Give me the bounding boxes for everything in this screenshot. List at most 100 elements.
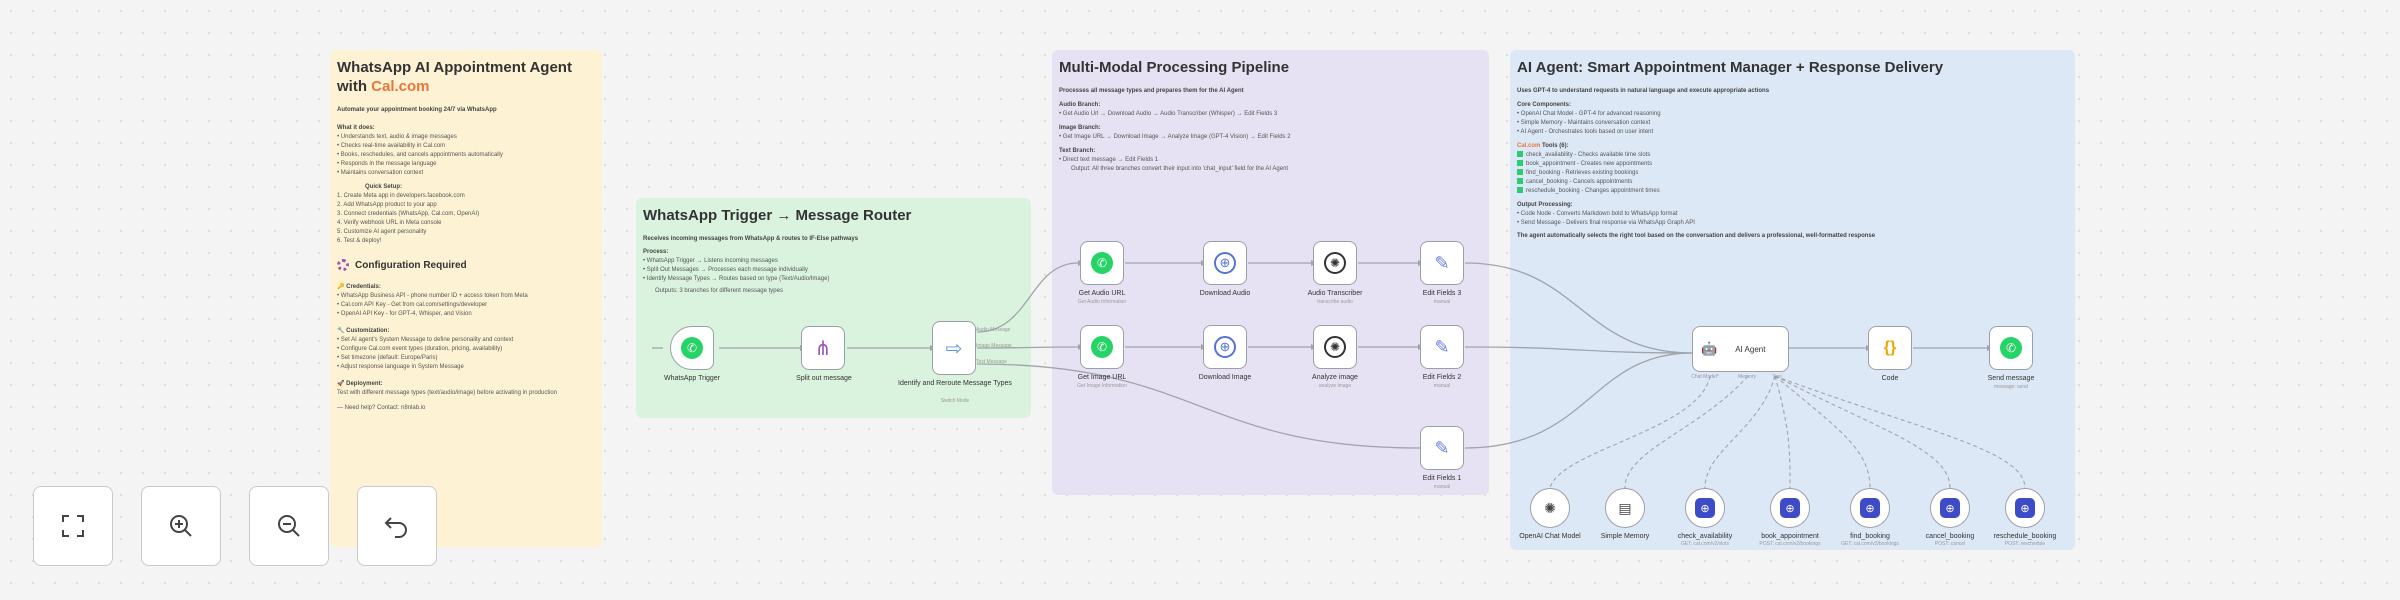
deploy-text: Test with different message types (text/… bbox=[337, 390, 558, 396]
list-item: book_appointment - Creates new appointme… bbox=[1517, 160, 2068, 169]
ai-agent-node[interactable]: 🤖 AI Agent bbox=[1692, 326, 1789, 372]
sticky-note-agent[interactable]: AI Agent: Smart Appointment Manager + Re… bbox=[1510, 50, 2075, 550]
whatsapp-icon: ✆ bbox=[681, 337, 703, 359]
edit-fields-2-node[interactable]: ✎ bbox=[1420, 325, 1464, 369]
rocket-icon: 🚀 bbox=[337, 381, 347, 387]
checkbox-icon bbox=[1517, 178, 1523, 185]
sticky-note-trigger[interactable]: WhatsApp Trigger → Message Router Receiv… bbox=[636, 198, 1031, 418]
sticky-title: WhatsApp Trigger → Message Router bbox=[643, 207, 912, 224]
node-sublabel: Get Image Information bbox=[1077, 383, 1127, 389]
node-sublabel: POST: reschedule bbox=[2004, 541, 2046, 547]
pencil-icon: ✎ bbox=[1434, 252, 1450, 273]
check-availability-node[interactable]: ⊕ bbox=[1685, 488, 1725, 528]
node-label: Identify and Reroute Message Types bbox=[898, 380, 1012, 387]
node-sublabel: manual bbox=[1433, 299, 1451, 305]
branch-label-image: Image Message bbox=[976, 343, 1012, 349]
connection bbox=[976, 262, 1079, 333]
sticky-desc: Receives incoming messages from WhatsApp… bbox=[643, 236, 859, 242]
edit-fields-1-node[interactable]: ✎ bbox=[1420, 426, 1464, 470]
pencil-icon: ✎ bbox=[1434, 336, 1450, 357]
list-item: WhatsApp Business API - phone number ID … bbox=[337, 292, 595, 301]
image-text: • Get Image URL → Download Image → Analy… bbox=[1059, 134, 1291, 140]
node-label: WhatsApp Trigger bbox=[663, 375, 721, 382]
database-icon: ▤ bbox=[1618, 499, 1632, 516]
list-item: Cal.com API Key - Get from cal.com/setti… bbox=[337, 301, 595, 310]
section-heading: Output Processing: bbox=[1517, 202, 1573, 208]
split-icon: ⋔ bbox=[814, 337, 832, 360]
zoom-in-button[interactable] bbox=[141, 486, 221, 566]
connection bbox=[976, 363, 1421, 449]
cancel-booking-node[interactable]: ⊕ bbox=[1930, 488, 1970, 528]
send-message-node[interactable]: ✆ bbox=[1989, 326, 2033, 370]
sticky-note-setup[interactable]: WhatsApp AI Appointment Agent with Cal.c… bbox=[330, 50, 602, 547]
download-audio-node[interactable]: ⊕ bbox=[1203, 241, 1247, 285]
sticky-title: WhatsApp AI Appointment Agent bbox=[337, 59, 572, 76]
list-item: Configure Cal.com event types (duration,… bbox=[337, 345, 595, 354]
globe-icon: ⊕ bbox=[1214, 252, 1236, 274]
list-item: 1. Create Meta app in developers.faceboo… bbox=[337, 193, 465, 199]
list-item: OpenAI API Key - for GPT-4, Whisper, and… bbox=[337, 310, 595, 319]
list-item: Adjust response language in System Messa… bbox=[337, 363, 595, 372]
branch-label-text: Text Message bbox=[976, 359, 1007, 365]
openai-chat-model-node[interactable]: ✺ bbox=[1530, 488, 1570, 528]
list-item: 6. Test & deploy! bbox=[337, 238, 382, 244]
sticky-title: Multi-Modal Processing Pipeline bbox=[1059, 59, 1290, 76]
edit-fields-3-node[interactable]: ✎ bbox=[1420, 241, 1464, 285]
deployment-heading: 🚀 Deployment: bbox=[337, 381, 383, 387]
code-braces-icon: {} bbox=[1883, 339, 1897, 356]
section-heading: Process: bbox=[643, 249, 669, 255]
code-node[interactable]: {} bbox=[1868, 326, 1912, 370]
robot-icon: 🤖 bbox=[1701, 341, 1718, 356]
whatsapp-trigger-node[interactable]: ✆ bbox=[670, 326, 714, 370]
node-label: Get Audio URL bbox=[1078, 290, 1126, 297]
analyze-image-node[interactable]: ✺ bbox=[1313, 325, 1357, 369]
fit-view-icon bbox=[62, 515, 84, 537]
download-image-node[interactable]: ⊕ bbox=[1203, 325, 1247, 369]
gear-icon bbox=[337, 259, 349, 271]
find-booking-node[interactable]: ⊕ bbox=[1850, 488, 1890, 528]
switch-icon: ⇨ bbox=[945, 337, 963, 360]
port-label-tool: Tool bbox=[1772, 374, 1782, 380]
text-branch-text: • Direct text message → Edit Fields 1 bbox=[1059, 157, 1159, 163]
get-audio-url-node[interactable]: ✆ bbox=[1080, 241, 1124, 285]
fit-view-button[interactable] bbox=[33, 486, 113, 566]
simple-memory-node[interactable]: ▤ bbox=[1605, 488, 1645, 528]
node-sublabel: manual bbox=[1433, 484, 1451, 490]
switch-node[interactable]: ⇨ bbox=[932, 321, 976, 375]
whatsapp-icon: ✆ bbox=[2000, 337, 2022, 359]
list-item: Code Node - Converts Markdown bold to Wh… bbox=[1517, 210, 2068, 219]
zoom-out-button[interactable] bbox=[249, 486, 329, 566]
split-out-node[interactable]: ⋔ bbox=[801, 326, 845, 370]
tools-list: check_availability - Checks available ti… bbox=[1517, 151, 2068, 196]
zoom-out-icon bbox=[278, 515, 300, 537]
reschedule-booking-node[interactable]: ⊕ bbox=[2005, 488, 2045, 528]
list-item: Set timezone (default: Europe/Paris) bbox=[337, 354, 595, 363]
output-text: Output: All three branches convert their… bbox=[1071, 166, 1289, 172]
node-label: Code bbox=[1881, 375, 1899, 382]
globe-icon: ⊕ bbox=[1214, 336, 1236, 358]
process-list: WhatsApp Trigger → Listens incoming mess… bbox=[643, 257, 1024, 284]
tools-heading: Cal.com Tools (6): bbox=[1517, 143, 1569, 149]
checkbox-icon bbox=[1517, 169, 1523, 176]
connection bbox=[1464, 346, 1693, 354]
node-label: reschedule_booking bbox=[1993, 533, 2057, 540]
list-item: 5. Customize AI agent personality bbox=[337, 229, 427, 235]
connection bbox=[1464, 352, 1693, 449]
node-label: Edit Fields 3 bbox=[1422, 290, 1462, 297]
node-label: Split out message bbox=[796, 375, 852, 382]
list-item: OpenAI Chat Model - GPT-4 for advanced r… bbox=[1517, 110, 2068, 119]
whatsapp-icon: ✆ bbox=[1091, 336, 1113, 358]
sticky-note-pipeline[interactable]: Multi-Modal Processing Pipeline Processe… bbox=[1052, 50, 1489, 495]
config-heading: Configuration Required bbox=[337, 259, 595, 271]
list-item: cancel_booking - Cancels appointments bbox=[1517, 178, 2068, 187]
node-label: AI Agent bbox=[1735, 344, 1766, 354]
get-image-url-node[interactable]: ✆ bbox=[1080, 325, 1124, 369]
list-item: 4. Verify webhook URL in Meta console bbox=[337, 220, 442, 226]
node-label: Send message bbox=[1987, 375, 2035, 382]
whatsapp-icon: ✆ bbox=[1091, 252, 1113, 274]
book-appointment-node[interactable]: ⊕ bbox=[1770, 488, 1810, 528]
node-sublabel: manual bbox=[1433, 383, 1451, 389]
undo-button[interactable] bbox=[357, 486, 437, 566]
audio-transcriber-node[interactable]: ✺ bbox=[1313, 241, 1357, 285]
node-label: Edit Fields 1 bbox=[1422, 475, 1462, 482]
